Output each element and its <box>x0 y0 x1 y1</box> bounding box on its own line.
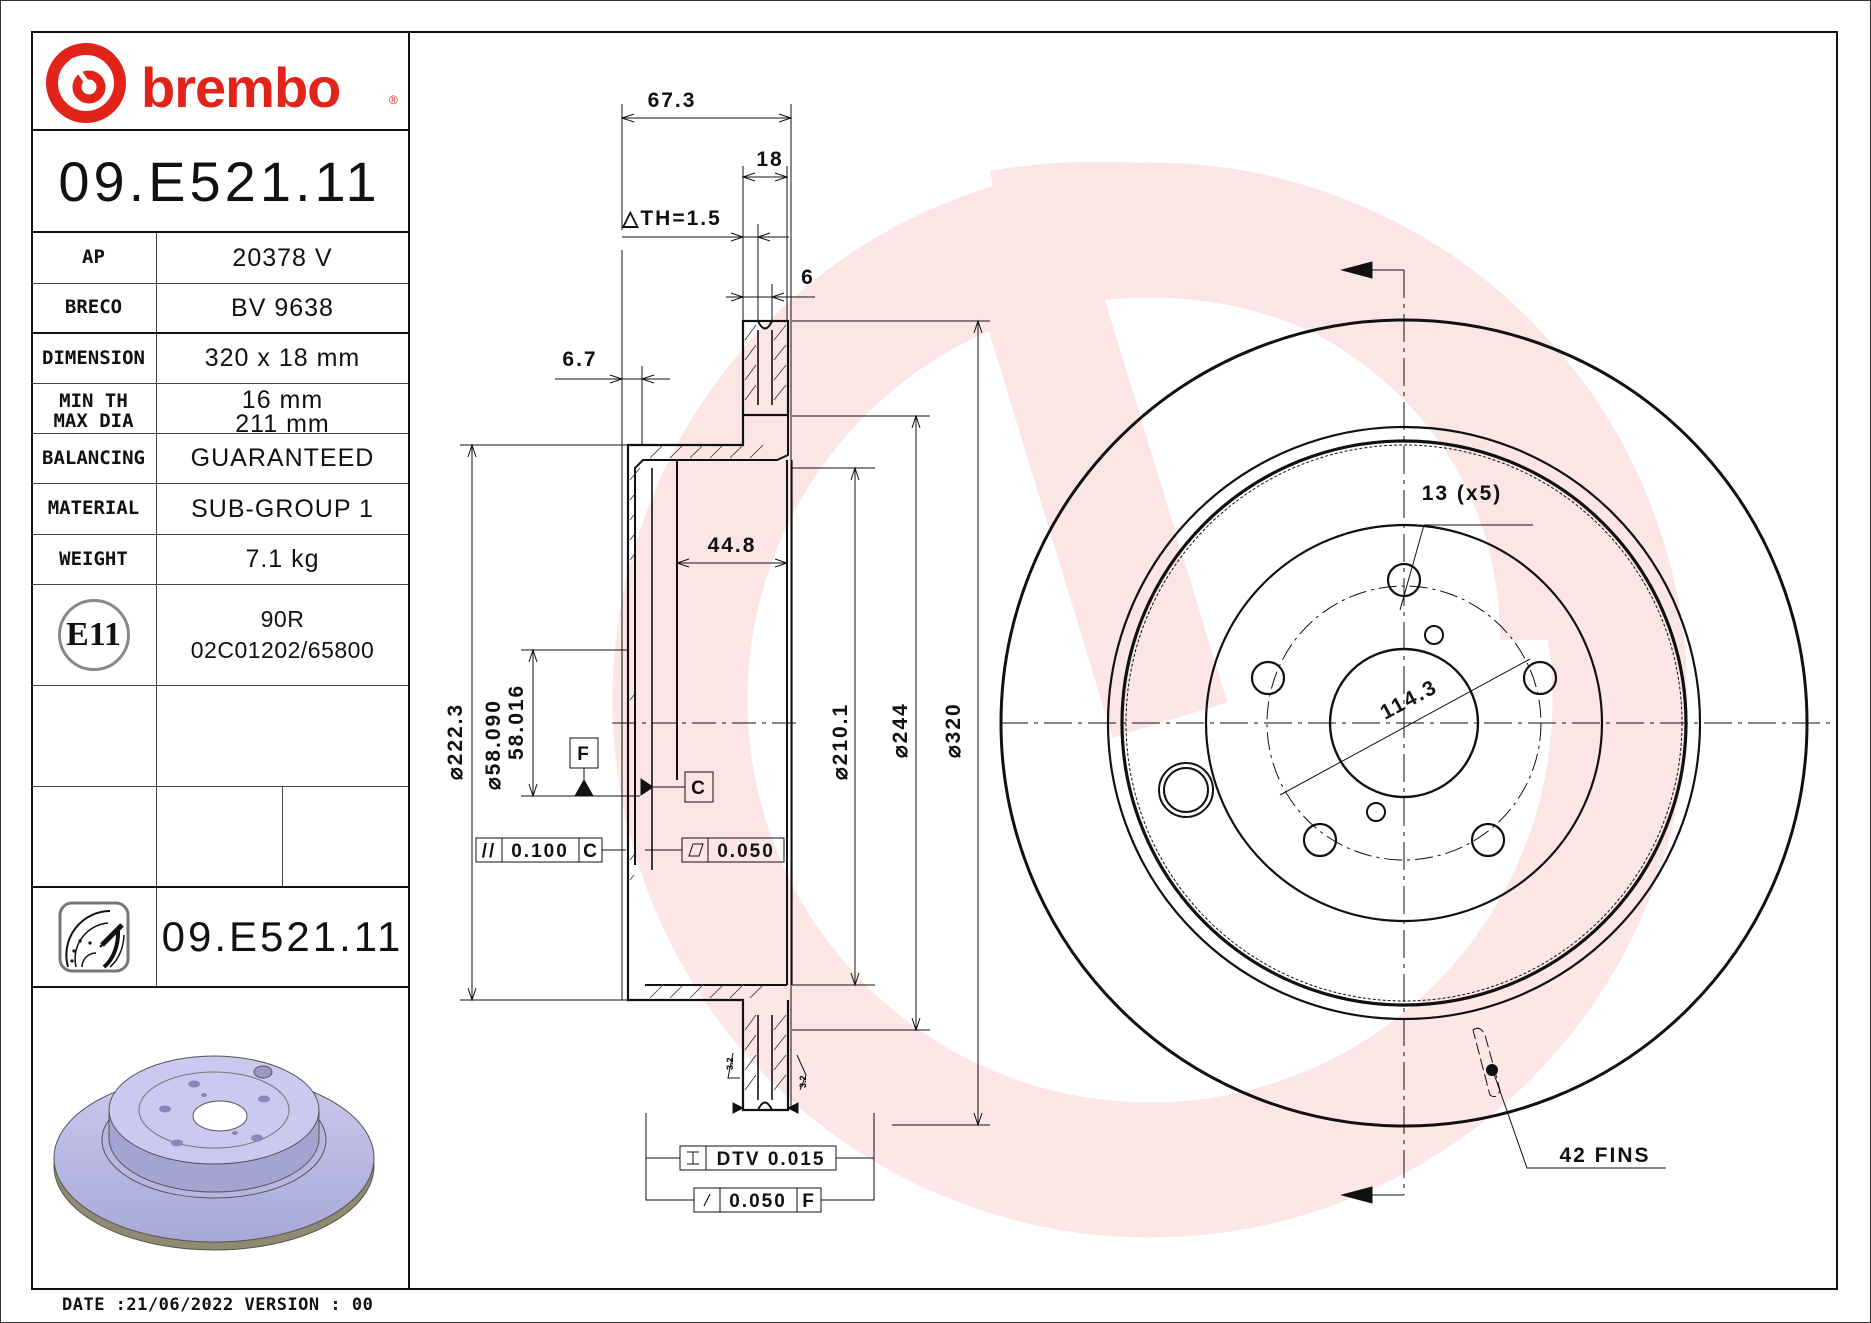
flatness-value: 0.050 <box>717 841 775 862</box>
cell-divider <box>282 787 283 886</box>
dim-dia-222-3: ⌀222.3 <box>444 703 467 780</box>
roughness-left: 3.2 <box>725 1057 735 1070</box>
min-th-label: MIN TH <box>59 389 128 412</box>
title-block: brembo ® 09.E521.11 AP 20378 V BRECO BV … <box>31 31 410 1290</box>
spec-value: BV 9638 <box>231 293 334 322</box>
spec-label: WEIGHT <box>31 535 157 584</box>
brake-disc-3d-icon <box>53 1055 375 1251</box>
brembo-logo-icon: brembo ® <box>46 43 398 123</box>
parallelism-datum: C <box>583 841 599 862</box>
drawing-frame <box>31 31 1838 1290</box>
spec-row-dimension: DIMENSION 320 x 18 mm <box>31 334 408 384</box>
spec-value: 7.1 kg <box>245 545 320 574</box>
datum-c-label: C <box>691 778 707 799</box>
spec-value: GUARANTEED <box>190 444 375 473</box>
datum-f-label: F <box>577 744 591 765</box>
spec-row-balancing: BALANCING GUARANTEED <box>31 434 408 484</box>
spec-row-ap: AP 20378 V <box>31 233 408 284</box>
brand-wordmark: brembo <box>141 56 340 119</box>
dim-dia-58-max: ⌀58.090 <box>482 699 505 790</box>
spec-row-material: MATERIAL SUB-GROUP 1 <box>31 484 408 535</box>
max-dia-value: 211 mm <box>235 409 330 438</box>
dim-6-7: 6.7 <box>562 348 597 371</box>
runout-value: 0.050 <box>729 1191 787 1212</box>
spec-row-breco: BRECO BV 9638 <box>31 284 408 334</box>
dim-dia-58-min: 58.016 <box>505 684 528 760</box>
spec-row-min-max: MIN TH MAX DIA 16 mm 211 mm <box>31 384 408 437</box>
spec-label: BALANCING <box>31 434 157 483</box>
blank-split-row <box>31 787 408 888</box>
spec-label: MATERIAL <box>31 484 157 534</box>
disc-icon-cell <box>31 888 157 986</box>
date-version: DATE :21/06/2022 VERSION : 00 <box>62 1295 374 1315</box>
front-view <box>999 261 1830 1204</box>
approval-line2: 02C01202/65800 <box>190 637 375 663</box>
dim-dia-320: ⌀320 <box>942 702 965 758</box>
spec-label: AP <box>31 233 157 283</box>
min-th-value: 16 mm <box>241 385 324 414</box>
spec-label: MIN TH MAX DIA <box>31 384 157 433</box>
spec-value: 20378 V <box>232 243 333 272</box>
dim-dia-210-1: ⌀210.1 <box>829 703 852 780</box>
footer-part-row: 09.E521.11 <box>31 888 408 988</box>
brake-disc-icon <box>58 901 129 973</box>
roughness-right: 3.2 <box>798 1075 808 1088</box>
bolt-hole-label: 13 (x5) <box>1422 482 1503 505</box>
e11-approval-icon: E11 <box>57 599 130 671</box>
blank-cell <box>31 787 157 886</box>
pcd-label: 114.3 <box>1377 675 1442 724</box>
dim-delta-th: △TH=1.5 <box>621 207 722 230</box>
registered-mark: ® <box>389 93 398 107</box>
spec-label: DIMENSION <box>31 334 157 383</box>
approval-text: 90R 02C01202/65800 <box>157 585 408 685</box>
dim-44-8: 44.8 <box>708 534 757 557</box>
dtv-value: DTV 0.015 <box>717 1149 826 1170</box>
spec-value: SUB-GROUP 1 <box>191 494 374 523</box>
brembo-watermark-icon <box>612 161 1688 1238</box>
dim-67-3: 67.3 <box>648 89 697 112</box>
footer-part-number: 09.E521.11 <box>161 912 404 960</box>
max-dia-label: MAX DIA <box>53 409 134 432</box>
blank-row <box>31 686 408 787</box>
dim-dia-244: ⌀244 <box>889 702 912 758</box>
parallelism-symbol: // <box>482 841 497 862</box>
runout-datum: F <box>802 1191 816 1212</box>
disc-render <box>31 988 408 1288</box>
e-mark-cell: E11 <box>31 585 157 685</box>
dim-6: 6 <box>801 266 815 289</box>
blank-cell <box>31 686 157 786</box>
spec-value: 16 mm 211 mm <box>157 384 408 437</box>
approval-row: E11 90R 02C01202/65800 <box>31 585 408 686</box>
spec-label: BRECO <box>31 284 157 332</box>
parallelism-value: 0.100 <box>511 841 569 862</box>
spec-value: 320 x 18 mm <box>204 344 361 373</box>
fins-label: 42 FINS <box>1559 1144 1650 1167</box>
spec-row-weight: WEIGHT 7.1 kg <box>31 535 408 585</box>
section-view <box>460 104 990 1213</box>
approval-line1: 90R <box>260 605 305 632</box>
dim-18: 18 <box>756 148 783 171</box>
brand-logo: brembo ® <box>31 31 408 131</box>
part-number-title: 09.E521.11 <box>31 131 408 233</box>
